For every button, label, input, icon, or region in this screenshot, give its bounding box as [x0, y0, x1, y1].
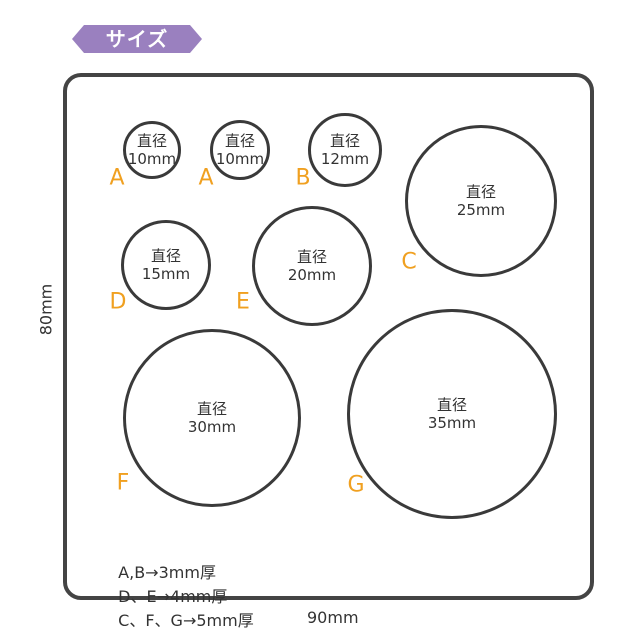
- height-label: 80mm: [36, 283, 56, 336]
- mold-frame: [63, 73, 594, 600]
- circle-letter: D: [109, 289, 127, 315]
- circle-size: 30mm: [187, 418, 237, 436]
- circle-label: 直径: [296, 248, 327, 266]
- size-title-tag: サイズ: [72, 25, 202, 53]
- circle-letter: G: [347, 472, 365, 498]
- thickness-notes: A,B→3mm厚 D、E→4mm厚 C、F、G→5mm厚: [108, 540, 278, 631]
- width-label: 90mm: [307, 608, 359, 627]
- circle-label: 直径: [465, 183, 496, 201]
- circle-label: 直径: [196, 400, 227, 418]
- circle-size: 10mm: [215, 150, 265, 168]
- circle-size: 25mm: [456, 201, 506, 219]
- circle-label: 直径: [436, 396, 467, 414]
- circle-letter: E: [236, 289, 250, 315]
- circle-size: 20mm: [287, 266, 337, 284]
- circle-size: 15mm: [141, 265, 191, 283]
- circle-letter: A: [198, 165, 214, 191]
- circle-label: 直径: [136, 132, 167, 150]
- circle-label: 直径: [150, 247, 181, 265]
- circle-letter: B: [295, 165, 311, 191]
- note-cfg: C、F、G→5mm厚: [118, 611, 254, 630]
- circle-label: 直径: [329, 132, 360, 150]
- circle-size: 10mm: [127, 150, 177, 168]
- circle-letter: A: [109, 165, 125, 191]
- circle-letter: F: [116, 470, 130, 496]
- note-ab: A,B→3mm厚: [118, 563, 216, 582]
- circle-label: 直径: [224, 132, 255, 150]
- circle-letter: C: [401, 249, 417, 275]
- circle-size: 12mm: [320, 150, 370, 168]
- circle-size: 35mm: [427, 414, 477, 432]
- note-de: D、E→4mm厚: [118, 587, 228, 606]
